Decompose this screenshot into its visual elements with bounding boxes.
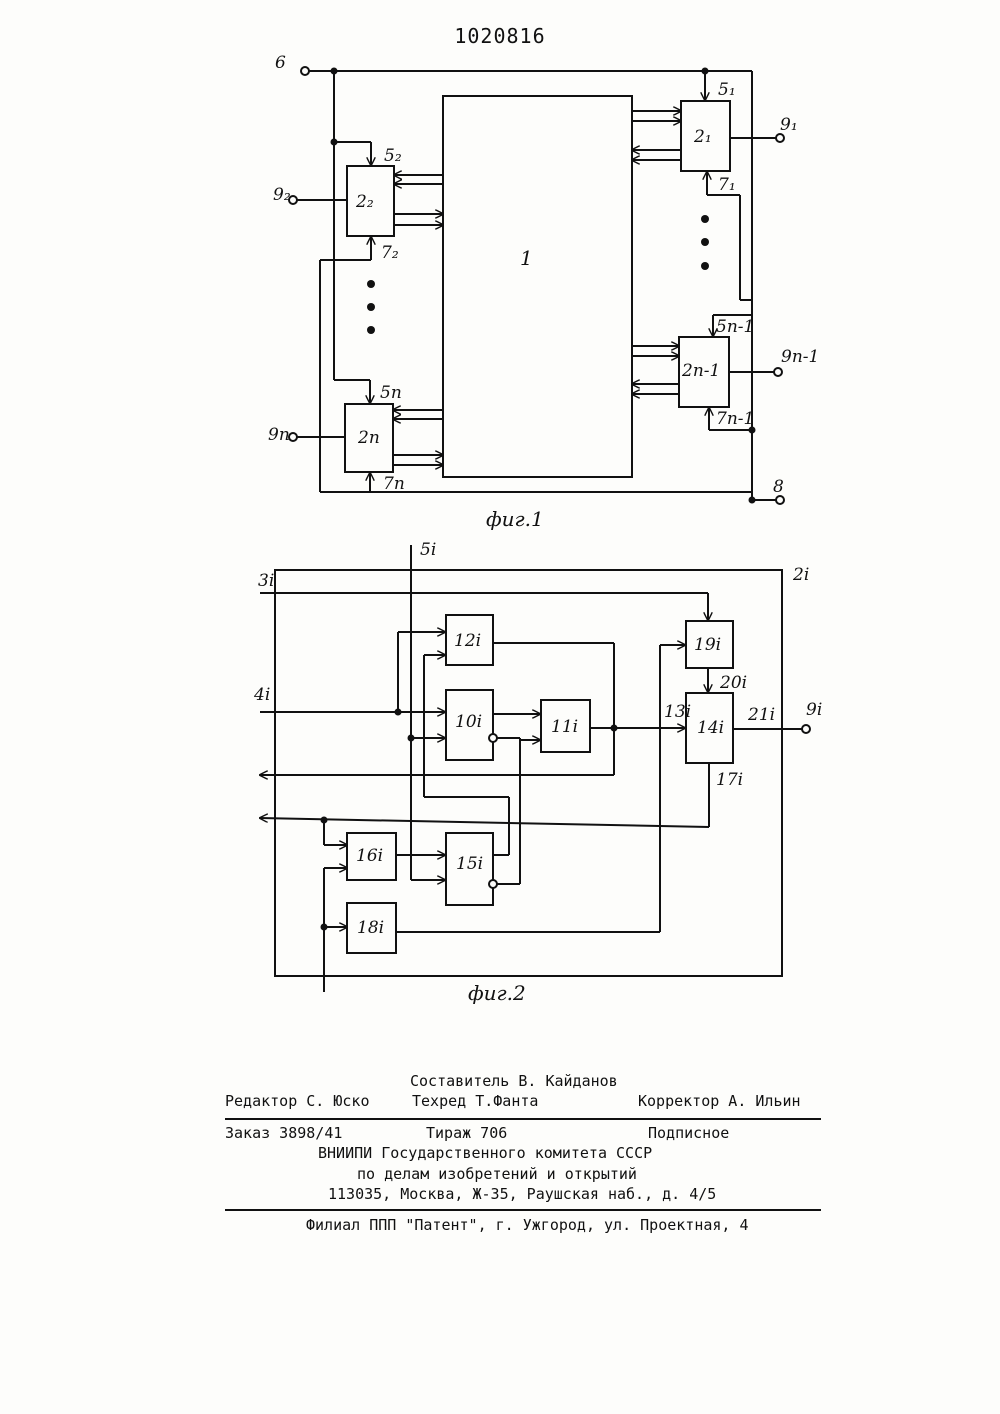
subscription: Подписное [648,1124,729,1142]
rule-bottom [225,1209,821,1211]
order: Заказ 3898/41 [225,1124,342,1142]
org-line-1: ВНИИПИ Государственного комитета СССР [318,1144,652,1162]
techred: Техред Т.Фанта [412,1092,538,1110]
editor: Редактор С. Юско [225,1092,370,1110]
corrector: Корректор А. Ильин [638,1092,801,1110]
circulation: Тираж 706 [426,1124,507,1142]
rule-top [225,1118,821,1120]
compiler: Составитель В. Кайданов [410,1072,618,1090]
address: 113035, Москва, Ж-35, Раушская наб., д. … [328,1185,716,1203]
branch: Филиал ППП "Патент", г. Ужгород, ул. Про… [306,1216,749,1234]
org-line-2: по делам изобретений и открытий [357,1165,637,1183]
